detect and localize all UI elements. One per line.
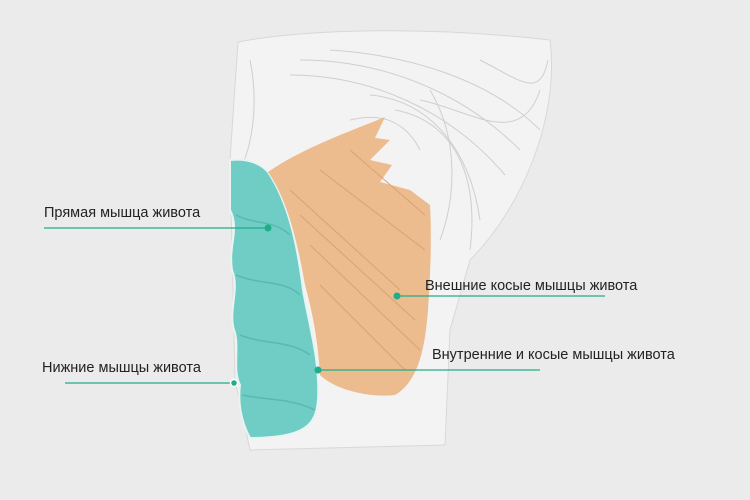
orange-muscle-texture xyxy=(289,149,426,371)
rectus-marker-dot xyxy=(264,224,272,232)
label-external-oblique: Внешние косые мышцы живота xyxy=(425,278,638,294)
orange-oblique-muscle xyxy=(268,117,431,396)
label-lower-abdominals: Нижние мышцы живота xyxy=(42,360,201,376)
teal-muscle-texture xyxy=(235,214,316,411)
lower-marker-dot xyxy=(229,378,239,388)
external-oblique-marker-dot xyxy=(393,292,401,300)
teal-rectus-muscle xyxy=(229,158,320,440)
shoulder-muscle-strands xyxy=(239,49,549,251)
label-internal-oblique: Внутренние и косые мышцы живота xyxy=(432,347,675,363)
internal-oblique-marker-dot xyxy=(314,366,322,374)
leader-lines xyxy=(44,227,605,384)
label-rectus-abdominis: Прямая мышца живота xyxy=(44,205,201,221)
